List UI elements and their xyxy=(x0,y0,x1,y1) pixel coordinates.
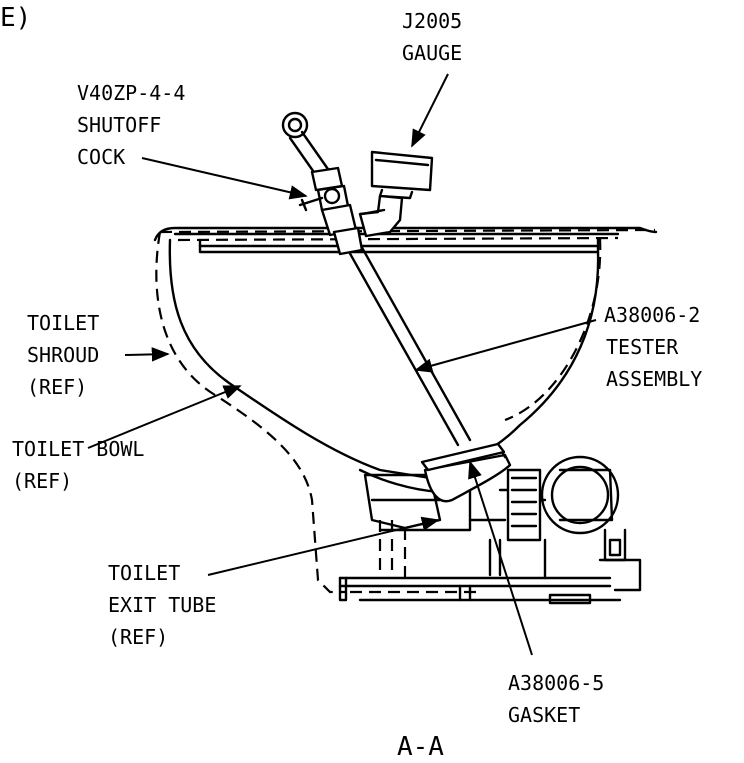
shutoff-cock-leader xyxy=(141,157,308,200)
toilet-exit-tube xyxy=(338,455,642,605)
gasket-part-number: A38006-5 xyxy=(508,671,604,695)
shutoff-cock-part-number: V40ZP-4-4 xyxy=(77,81,185,105)
gauge-leader xyxy=(411,73,449,148)
tester-assembly-name-line1: TESTER xyxy=(606,335,679,359)
tester-assembly-part-number: A38006-2 xyxy=(604,303,700,327)
top-fragment-label: E) xyxy=(0,3,31,33)
exit-tube-line1: TOILET xyxy=(108,561,180,585)
shutoff-cock-name-line2: COCK xyxy=(77,145,125,169)
toilet-shroud-ref: (REF) xyxy=(27,375,87,399)
shutoff-cock xyxy=(298,166,364,256)
toilet-bowl xyxy=(153,226,658,494)
gasket-name: GASKET xyxy=(508,703,580,727)
exit-tube-line2: EXIT TUBE xyxy=(108,593,216,617)
toilet-bowl-leader xyxy=(87,385,242,449)
toilet-bowl-ref: (REF) xyxy=(12,469,72,493)
gauge xyxy=(358,150,434,238)
toilet-shroud xyxy=(155,228,656,594)
toilet-bowl-line1: TOILET BOWL xyxy=(12,437,144,461)
toilet-shroud-leader xyxy=(124,347,170,362)
gasket-leader xyxy=(468,460,533,656)
exit-tube-ref: (REF) xyxy=(108,625,168,649)
section-view-label: A-A xyxy=(397,732,444,762)
exit-tube-leader xyxy=(207,516,440,576)
gauge-part-number: J2005 xyxy=(402,9,462,33)
tester-assembly-name-line2: ASSEMBLY xyxy=(606,367,702,391)
leader-lines xyxy=(87,73,597,656)
gasket xyxy=(420,442,506,472)
gauge-name: GAUGE xyxy=(402,41,462,65)
toilet-shroud-line1: TOILET xyxy=(27,311,99,335)
tester-assembly-leader xyxy=(414,319,597,373)
shutoff-cock-name-line1: SHUTOFF xyxy=(77,113,161,137)
toilet-shroud-line2: SHROUD xyxy=(27,343,99,367)
callout-labels: E) J2005 GAUGE V40ZP-4-4 SHUTOFF COCK TO… xyxy=(0,3,702,762)
